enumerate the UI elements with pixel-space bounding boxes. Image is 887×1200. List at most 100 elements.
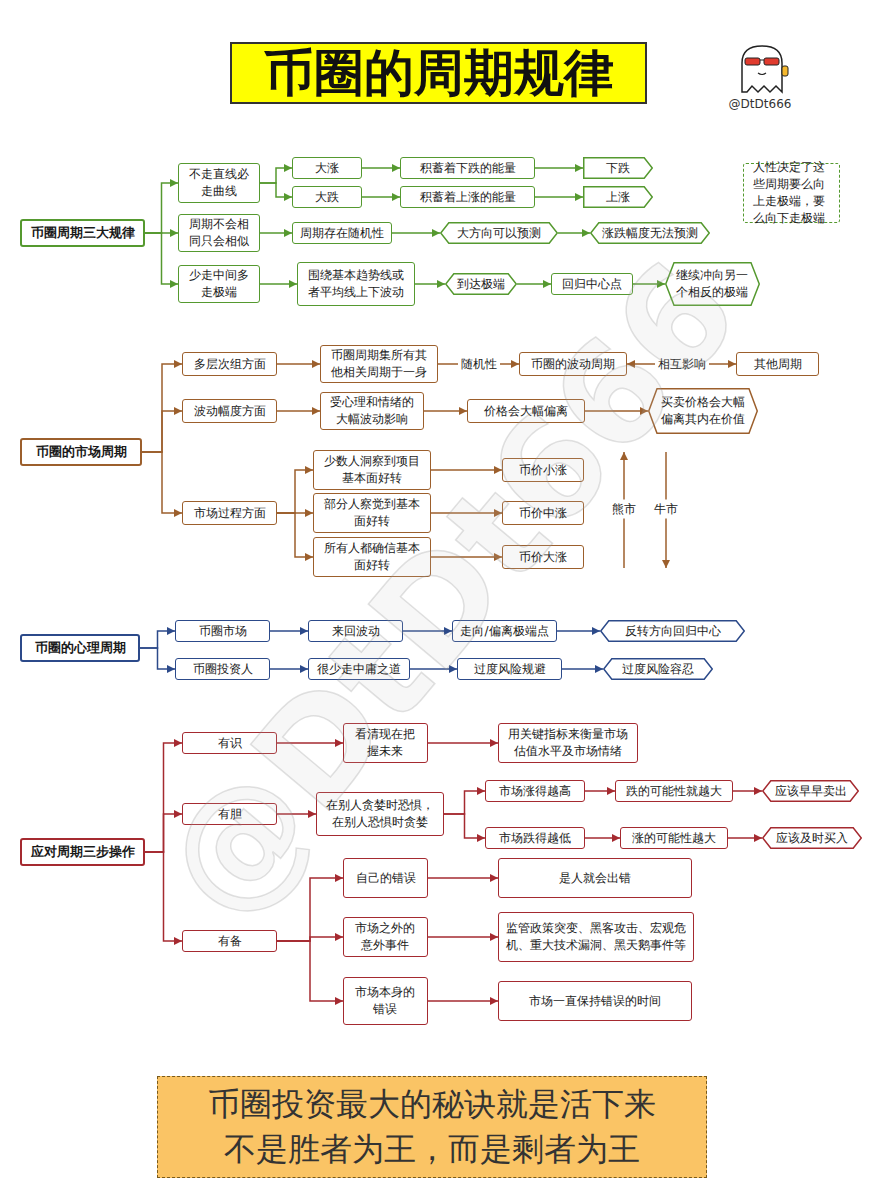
arrow-box: 上涨 — [583, 186, 653, 208]
node-text: 周期存在随机性 — [300, 225, 384, 242]
connector-arrow — [424, 410, 467, 412]
node-text: 来回波动 — [332, 623, 380, 640]
process-box: 有胆 — [182, 803, 277, 825]
connector-arrow — [535, 167, 583, 169]
connector-arrow — [260, 183, 292, 197]
connector-arrow — [145, 852, 182, 941]
connector-arrow — [277, 363, 320, 365]
process-box: 用关键指标来衡量市场 估值水平及市场情绪 — [498, 723, 638, 763]
node-text: 币圈的市场周期 — [36, 443, 127, 461]
node-text: 币圈周期集所有其 他相关周期于一身 — [329, 347, 430, 381]
node-text: 用关键指标来衡量市场 估值水平及市场情绪 — [506, 726, 631, 760]
outline-shape — [763, 828, 862, 849]
process-box: 自己的错误 — [343, 858, 428, 898]
node-text: 应对周期三步操作 — [31, 843, 135, 861]
connector-arrow — [270, 630, 308, 632]
node-text: 少数人洞察到项目 基本面好转 — [322, 453, 423, 487]
process-box: 币价大涨 — [502, 545, 584, 569]
process-box: 看清现在把 握未来 — [343, 723, 428, 763]
connector-arrow — [260, 168, 292, 183]
outline-shape — [763, 781, 859, 802]
connector-arrow — [728, 837, 762, 839]
process-box: 在别人贪婪时恐惧， 在别人恐惧时贪婪 — [316, 792, 444, 836]
process-box: 是人就会出错 — [498, 858, 692, 898]
connector-arrow — [562, 668, 603, 670]
process-box: 监管政策突变、黑客攻击、宏观危 机、重大技术漏洞、黑天鹅事件等 — [498, 912, 694, 962]
node-text: 所有人都确信基本 面好转 — [322, 540, 423, 574]
node-text: 涨跌幅度无法预测 — [602, 225, 698, 242]
outline-shape — [601, 621, 745, 642]
hexagon-box: 买卖价格会大幅 偏离其内在价值 — [648, 388, 758, 434]
node-text: 币圈的心理周期 — [35, 639, 126, 657]
market-label: 熊市 — [610, 500, 638, 519]
diagram-title: 币圈的周期规律 — [264, 48, 614, 98]
connector-arrow — [362, 196, 400, 198]
node-text: 币圈投资人 — [193, 661, 253, 678]
connector-arrow — [585, 410, 648, 412]
process-box: 回归中心点 — [551, 273, 633, 295]
process-box: 币圈的波动周期 — [519, 352, 627, 376]
outline-shape — [584, 158, 653, 179]
outline-shape — [584, 187, 653, 208]
node-text: 其他周期 — [754, 356, 802, 373]
outline-shape — [604, 659, 713, 680]
node-text: 市场一直保持错误的时间 — [529, 993, 661, 1010]
connector-arrow — [145, 814, 182, 852]
process-box: 市场涨得越高 — [485, 780, 585, 802]
process-box: 币圈市场 — [175, 620, 270, 642]
node-text: 市场过程方面 — [194, 505, 266, 522]
node-text: 上涨 — [606, 189, 630, 206]
ghost-mouth — [758, 73, 766, 75]
ghost-hand — [782, 66, 788, 76]
connector-arrow — [428, 936, 498, 938]
connector-arrow — [633, 283, 665, 285]
process-box: 市场本身的 错误 — [343, 977, 428, 1025]
outline-shape — [591, 223, 710, 244]
outline-shape — [649, 389, 758, 434]
connector-arrow — [362, 167, 400, 169]
sunglasses-bridge — [760, 60, 764, 61]
hexagon-outline — [648, 388, 758, 434]
connector-arrow — [428, 877, 498, 879]
process-box: 跌的可能性就越大 — [615, 780, 733, 802]
node-text: 回归中心点 — [562, 276, 622, 293]
node-text: 很少走中庸之道 — [317, 661, 401, 678]
node-text: 少走中间多 走极端 — [187, 267, 252, 301]
process-box: 市场之外的 意外事件 — [343, 917, 428, 957]
process-box: 来回波动 — [308, 620, 403, 642]
logo-ghost — [742, 46, 788, 92]
process-box: 积蓄着下跌的能量 — [400, 157, 535, 179]
process-box: 所有人都确信基本 面好转 — [313, 537, 431, 577]
ghost-body — [742, 46, 782, 92]
hexagon-box: 继续冲向另一 个相反的极端 — [665, 262, 760, 306]
process-box: 大跌 — [292, 186, 362, 208]
node-text: 币圈周期三大规律 — [31, 224, 135, 242]
process-box: 有备 — [182, 930, 277, 952]
node-text: 币圈的波动周期 — [531, 356, 615, 373]
connector-arrow — [260, 283, 297, 285]
node-text: 有备 — [218, 933, 242, 950]
connector-arrow — [535, 196, 583, 198]
outline-shape — [666, 263, 760, 306]
process-box: 价格会大幅偏离 — [467, 399, 585, 423]
process-box: 其他周期 — [736, 352, 819, 376]
root-box: 币圈周期三大规律 — [20, 219, 145, 247]
connector-arrow — [145, 233, 178, 284]
connector-arrow — [410, 668, 457, 670]
caption-box: 币圈投资最大的秘诀就是活下来 不是胜者为王，而是剩者为王 — [157, 1076, 707, 1178]
caption-text: 币圈投资最大的秘诀就是活下来 不是胜者为王，而是剩者为王 — [202, 1082, 662, 1172]
root-box: 币圈的市场周期 — [20, 438, 142, 466]
node-text: 多层次组方面 — [194, 356, 266, 373]
node-text: 市场跌得越低 — [499, 830, 571, 847]
note-box: 人性决定了这 些周期要么向 上走极端，要 么向下走极端 — [743, 163, 840, 223]
node-text: 监管政策突变、黑客攻击、宏观危 机、重大技术漏洞、黑天鹅事件等 — [504, 920, 689, 954]
process-box: 很少走中庸之道 — [308, 658, 410, 680]
process-box: 市场过程方面 — [182, 501, 277, 525]
connector-arrow — [277, 941, 343, 1001]
root-box: 应对周期三步操作 — [20, 838, 145, 866]
process-box: 币圈投资人 — [175, 658, 270, 680]
bull-arrow — [665, 452, 667, 568]
process-box: 过度风险规避 — [457, 658, 562, 680]
outline-shape — [446, 274, 517, 295]
